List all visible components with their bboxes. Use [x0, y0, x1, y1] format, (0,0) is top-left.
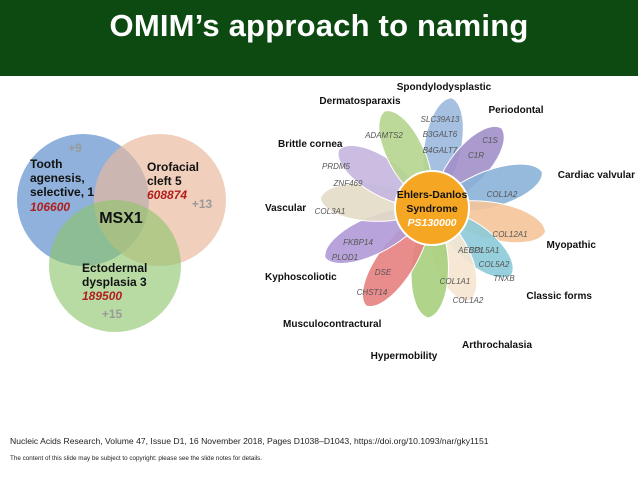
subtype-label-hypermobility: Hypermobility: [371, 351, 438, 362]
gene-label: C1S: [482, 136, 498, 145]
gene-label: TNXB: [493, 274, 515, 283]
subtype-label-brittle-cornea: Brittle cornea: [278, 139, 343, 150]
subtype-label-kyphoscoliotic: Kyphoscoliotic: [265, 272, 337, 283]
venn-label-tooth-2: agenesis,: [30, 171, 85, 185]
diagram: +9 Tooth agenesis, selective, 1 106600 O…: [17, 82, 635, 362]
gene-label: COL1A2: [453, 296, 484, 305]
gene-label: B4GALT7: [423, 146, 458, 155]
gene-label: C1R: [468, 151, 484, 160]
subtype-label-spondylodysplastic: Spondylodysplastic: [397, 82, 492, 93]
subtype-label-periodontal: Periodontal: [488, 105, 543, 116]
subtype-label-cardiac-valvular: Cardiac valvular: [558, 170, 635, 181]
venn-count-tooth: +9: [68, 141, 82, 155]
gene-label: CHST14: [357, 288, 388, 297]
venn-id-tooth: 106600: [30, 200, 70, 214]
gene-label: ADAMTS2: [364, 131, 403, 140]
venn-count-orofacial: +13: [192, 197, 213, 211]
venn-label-orofacial-2: cleft 5: [147, 174, 182, 188]
venn-count-ectodermal: +15: [102, 307, 123, 321]
venn-id-orofacial: 608874: [147, 188, 187, 202]
gene-label: B3GALT6: [423, 130, 458, 139]
subtype-label-myopathic: Myopathic: [547, 240, 597, 251]
eds-flower-diagram: SLC39A13B3GALT6B4GALT7C1SC1RCOL1A2COL12A…: [265, 82, 635, 362]
venn-circle-ectodermal-dysplasia: [49, 200, 181, 332]
venn-label-ectodermal-1: Ectodermal: [82, 261, 147, 275]
flower-center-circle: [394, 170, 470, 246]
gene-label: PRDM5: [322, 162, 351, 171]
gene-label: COL3A1: [315, 207, 346, 216]
citation: Nucleic Acids Research, Volume 47, Issue…: [10, 436, 489, 446]
gene-label: COL1A2: [487, 190, 518, 199]
slide-title: OMIM’s approach to naming: [109, 8, 529, 43]
title-bar: OMIM’s approach to naming: [0, 0, 638, 76]
gene-label: SLC39A13: [421, 115, 460, 124]
venn-label-tooth-1: Tooth: [30, 157, 62, 171]
gene-label: PLOD1: [332, 253, 358, 262]
gene-label: ZNF469: [333, 179, 363, 188]
venn-label-tooth-3: selective, 1: [30, 185, 94, 199]
venn-center-gene: MSX1: [99, 210, 143, 227]
subtype-label-arthrochalasia: Arthrochalasia: [462, 340, 532, 351]
gene-label: COL5A2: [479, 260, 510, 269]
gene-label-aebp1: AEBP1: [457, 246, 484, 255]
venn-label-orofacial-1: Orofacial: [147, 160, 199, 174]
gene-label: COL12A1: [492, 230, 527, 239]
gene-label: COL5A1: [469, 246, 500, 255]
venn-diagram: +9 Tooth agenesis, selective, 1 106600 O…: [17, 134, 226, 332]
venn-id-ectodermal: 189500: [82, 289, 122, 303]
center-omim-id: PS130000: [407, 217, 456, 229]
gene-label: FKBP14: [343, 238, 373, 247]
copyright-notice: The content of this slide may be subject…: [10, 455, 263, 462]
subtype-label-musculocontractural: Musculocontractural: [283, 319, 382, 330]
venn-label-ectodermal-2: dysplasia 3: [82, 275, 147, 289]
subtype-label-dermatosparaxis: Dermatosparaxis: [319, 96, 401, 107]
gene-label: COL1A1: [440, 277, 471, 286]
center-title-line2: Syndrome: [406, 203, 458, 215]
center-title-line1: Ehlers-Danlos: [397, 189, 468, 201]
gene-label: DSE: [375, 268, 392, 277]
subtype-label-vascular: Vascular: [265, 203, 306, 214]
subtype-label-classic-forms: Classic forms: [526, 291, 592, 302]
